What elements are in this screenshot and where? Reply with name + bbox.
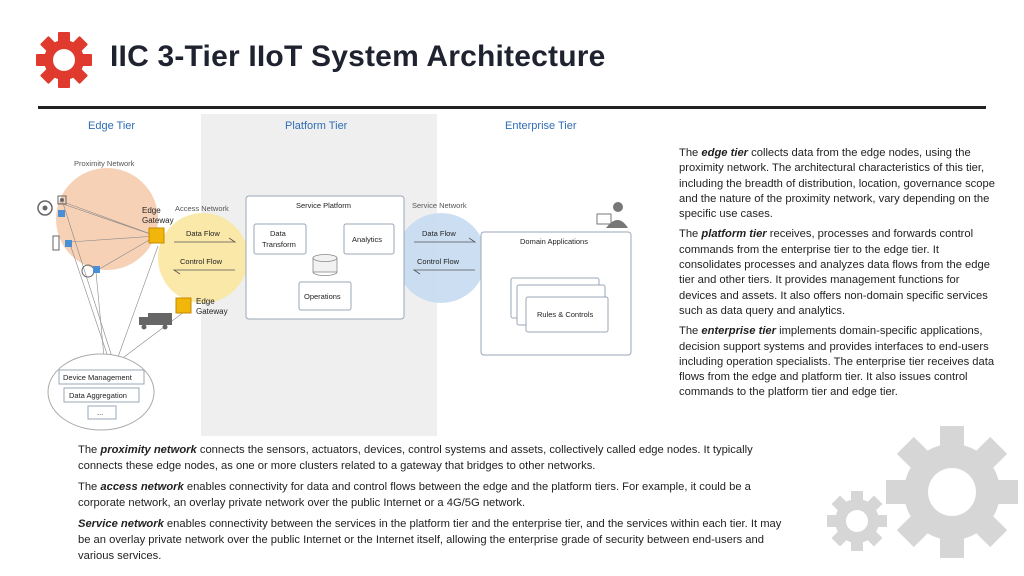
proximity-network-label: Proximity Network — [74, 159, 135, 168]
enterprise-tier-description: The enterprise tier implements domain-sp… — [679, 325, 995, 399]
service-network-description: Service network enables connectivity bet… — [78, 518, 782, 562]
operations-label: Operations — [304, 292, 341, 301]
rules-controls-label: Rules & Controls — [537, 310, 594, 319]
data-transform-box — [253, 223, 307, 255]
proximity-network-description: The proximity network connects the senso… — [78, 444, 753, 472]
edge-gateway-1-icon — [148, 227, 165, 244]
sensor-devices — [37, 195, 100, 278]
service-control-flow-arrow — [412, 269, 475, 275]
truck-icon — [139, 313, 172, 330]
domain-applications-label: Domain Applications — [520, 237, 588, 246]
device-management-label: Device Management — [63, 373, 133, 382]
large-grey-gear-icon — [886, 426, 1018, 558]
operator-icon — [596, 202, 628, 228]
operations-box — [298, 281, 352, 311]
access-network-circle — [158, 213, 248, 303]
gear-logo-icon — [36, 32, 92, 88]
enterprise-tier-label: Enterprise Tier — [505, 120, 577, 132]
access-control-flow-arrow — [172, 269, 235, 275]
service-data-flow-label: Data Flow — [422, 229, 456, 238]
access-data-flow-arrow — [174, 237, 237, 243]
access-network-description: The access network enables connectivity … — [78, 481, 751, 509]
platform-tier-description: The platform tier receives, processes an… — [679, 228, 990, 317]
access-network-label: Access Network — [175, 204, 229, 213]
service-control-flow-label: Control Flow — [417, 257, 460, 266]
page-title: IIC 3-Tier IIoT System Architecture — [110, 40, 606, 73]
platform-tier-label: Platform Tier — [285, 120, 348, 132]
edge-gateway-2-icon — [175, 297, 192, 314]
access-data-flow-label: Data Flow — [186, 229, 220, 238]
architecture-diagram: Edge Tier Platform Tier Enterprise Tier … — [37, 114, 632, 436]
access-control-flow-label: Control Flow — [180, 257, 223, 266]
small-grey-gear-icon — [827, 491, 887, 551]
more-label: ... — [97, 408, 103, 417]
network-descriptions: The proximity network connects the senso… — [78, 443, 788, 570]
edge-tier-description: The edge tier collects data from the edg… — [679, 147, 995, 221]
rules-controls-box — [525, 296, 609, 333]
service-network-circle — [396, 213, 486, 303]
service-data-flow-arrow — [414, 237, 477, 243]
service-network-label: Service Network — [412, 201, 467, 210]
analytics-label: Analytics — [352, 235, 382, 244]
edge-tier-label: Edge Tier — [88, 120, 135, 132]
title-divider — [38, 106, 986, 109]
database-icon — [312, 254, 338, 276]
analytics-box — [343, 223, 395, 255]
service-platform-title: Service Platform — [296, 201, 351, 210]
data-aggregation-label: Data Aggregation — [69, 391, 127, 400]
tier-descriptions: The edge tier collects data from the edg… — [679, 146, 999, 406]
